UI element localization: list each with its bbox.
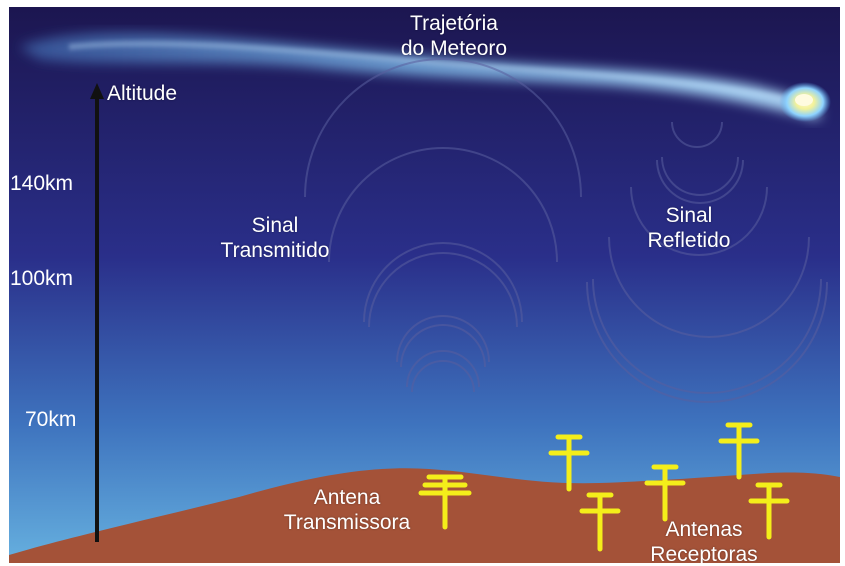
- receiver-antenna: [644, 464, 686, 522]
- ground: [9, 468, 840, 563]
- receiver-antenna: [718, 422, 760, 480]
- signal-transmitted-label: Sinal Transmitido: [195, 213, 355, 263]
- transmitter-antenna: [418, 474, 472, 530]
- meteor-trail: [19, 33, 821, 119]
- signal-reflected-line-2: Refletido: [647, 229, 731, 252]
- signal-reflected-label: Sinal Refletido: [629, 203, 749, 253]
- altitude-label: Altitude: [107, 82, 178, 105]
- signal-transmitted-line-1: Sinal: [251, 214, 299, 237]
- antenna-transmitter-label: Antena Transmissora: [265, 485, 429, 535]
- meteor-head: [779, 82, 831, 122]
- receiver-antenna: [748, 482, 790, 540]
- antenna-transmitter-line-1: Antena: [313, 486, 381, 509]
- antenna-transmitter-line-2: Transmissora: [283, 511, 411, 534]
- altitude-axis: [90, 83, 104, 542]
- receiver-antenna: [548, 434, 590, 492]
- receiver-antenna: [579, 492, 621, 552]
- altitude-tick-70km: 70km: [25, 408, 77, 431]
- signal-transmitted-line-2: Transmitido: [220, 239, 330, 262]
- antennas-receivers-line-2: Receptoras: [650, 543, 758, 563]
- altitude-tick-140km: 140km: [10, 172, 74, 195]
- reflected-signal-waves: [586, 121, 828, 403]
- antennas-receivers-label: Antenas Receptoras: [639, 517, 769, 563]
- signal-reflected-line-1: Sinal: [665, 204, 713, 227]
- diagram-artwork: [9, 7, 840, 563]
- transmitted-signal-waves: [304, 58, 582, 393]
- altitude-tick-100km: 100km: [10, 267, 74, 290]
- meteor-scatter-diagram: Trajetória do Meteoro Altitude 140km 100…: [9, 7, 840, 563]
- meteor-trajectory-line-2: do Meteoro: [400, 37, 508, 60]
- meteor-trajectory-line-1: Trajetória: [410, 12, 498, 35]
- meteor-trajectory-label: Trajetória do Meteoro: [381, 11, 527, 61]
- antennas-receivers-line-1: Antenas: [665, 518, 743, 541]
